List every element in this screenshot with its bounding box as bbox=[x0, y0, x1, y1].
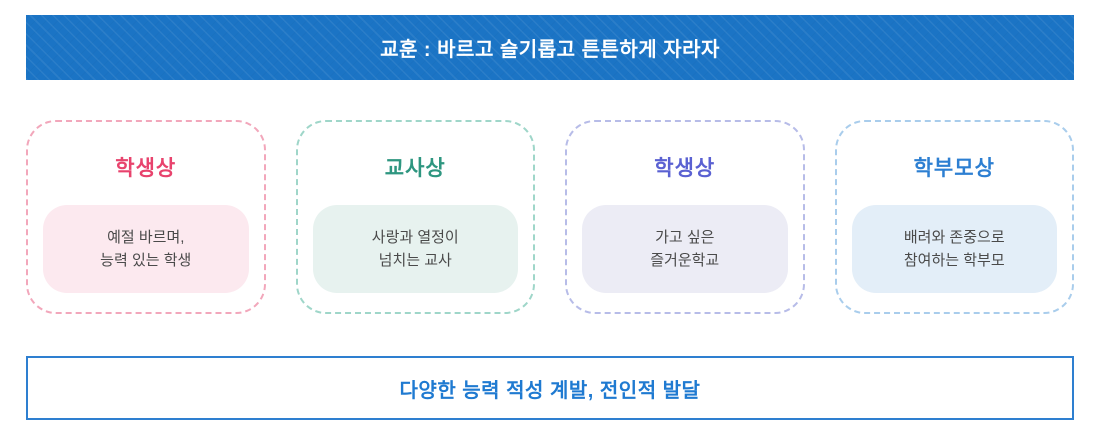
card-description-line: 예절 바르며, bbox=[107, 228, 185, 246]
card-description-box: 가고 싶은 즐거운학교 bbox=[582, 205, 788, 293]
card-description-box: 예절 바르며, 능력 있는 학생 bbox=[43, 205, 249, 293]
page-container: 교훈 : 바르고 슬기롭고 튼튼하게 자라자 학생상 예절 바르며, 능력 있는… bbox=[26, 0, 1074, 420]
card-description-line: 사랑과 열정이 bbox=[371, 228, 459, 246]
card-description-line: 즐거운학교 bbox=[650, 252, 720, 269]
card-description-line: 참여하는 학부모 bbox=[903, 252, 1005, 269]
card-description-box: 배려와 존중으로 참여하는 학부모 bbox=[851, 205, 1057, 293]
card-description-line: 넘치는 교사 bbox=[378, 252, 452, 269]
vision-cards-row: 학생상 예절 바르며, 능력 있는 학생 교사상 사랑과 열정이 넘치는 교사 … bbox=[26, 120, 1074, 314]
goal-text: 다양한 능력 적성 계발, 전인적 발달 bbox=[399, 379, 701, 402]
motto-banner: 교훈 : 바르고 슬기롭고 튼튼하게 자라자 bbox=[26, 15, 1074, 80]
card-title: 학부모상 bbox=[913, 157, 995, 180]
motto-text: 교훈 : 바르고 슬기롭고 튼튼하게 자라자 bbox=[380, 39, 720, 61]
goal-banner: 다양한 능력 적성 계발, 전인적 발달 bbox=[26, 356, 1074, 420]
card-teacher-vision: 교사상 사랑과 열정이 넘치는 교사 bbox=[295, 120, 535, 314]
card-title: 학생상 bbox=[115, 157, 177, 180]
card-title: 학생상 bbox=[654, 157, 716, 180]
card-description-line: 가고 싶은 bbox=[655, 228, 715, 246]
card-student-vision-2: 학생상 가고 싶은 즐거운학교 bbox=[565, 120, 805, 314]
card-student-vision-1: 학생상 예절 바르며, 능력 있는 학생 bbox=[26, 120, 266, 314]
card-description-line: 능력 있는 학생 bbox=[100, 252, 192, 269]
card-description-box: 사랑과 열정이 넘치는 교사 bbox=[312, 205, 518, 293]
card-parent-vision: 학부모상 배려와 존중으로 참여하는 학부모 bbox=[834, 120, 1074, 314]
card-title: 교사상 bbox=[384, 157, 446, 180]
card-description-line: 배려와 존중으로 bbox=[903, 228, 1005, 246]
